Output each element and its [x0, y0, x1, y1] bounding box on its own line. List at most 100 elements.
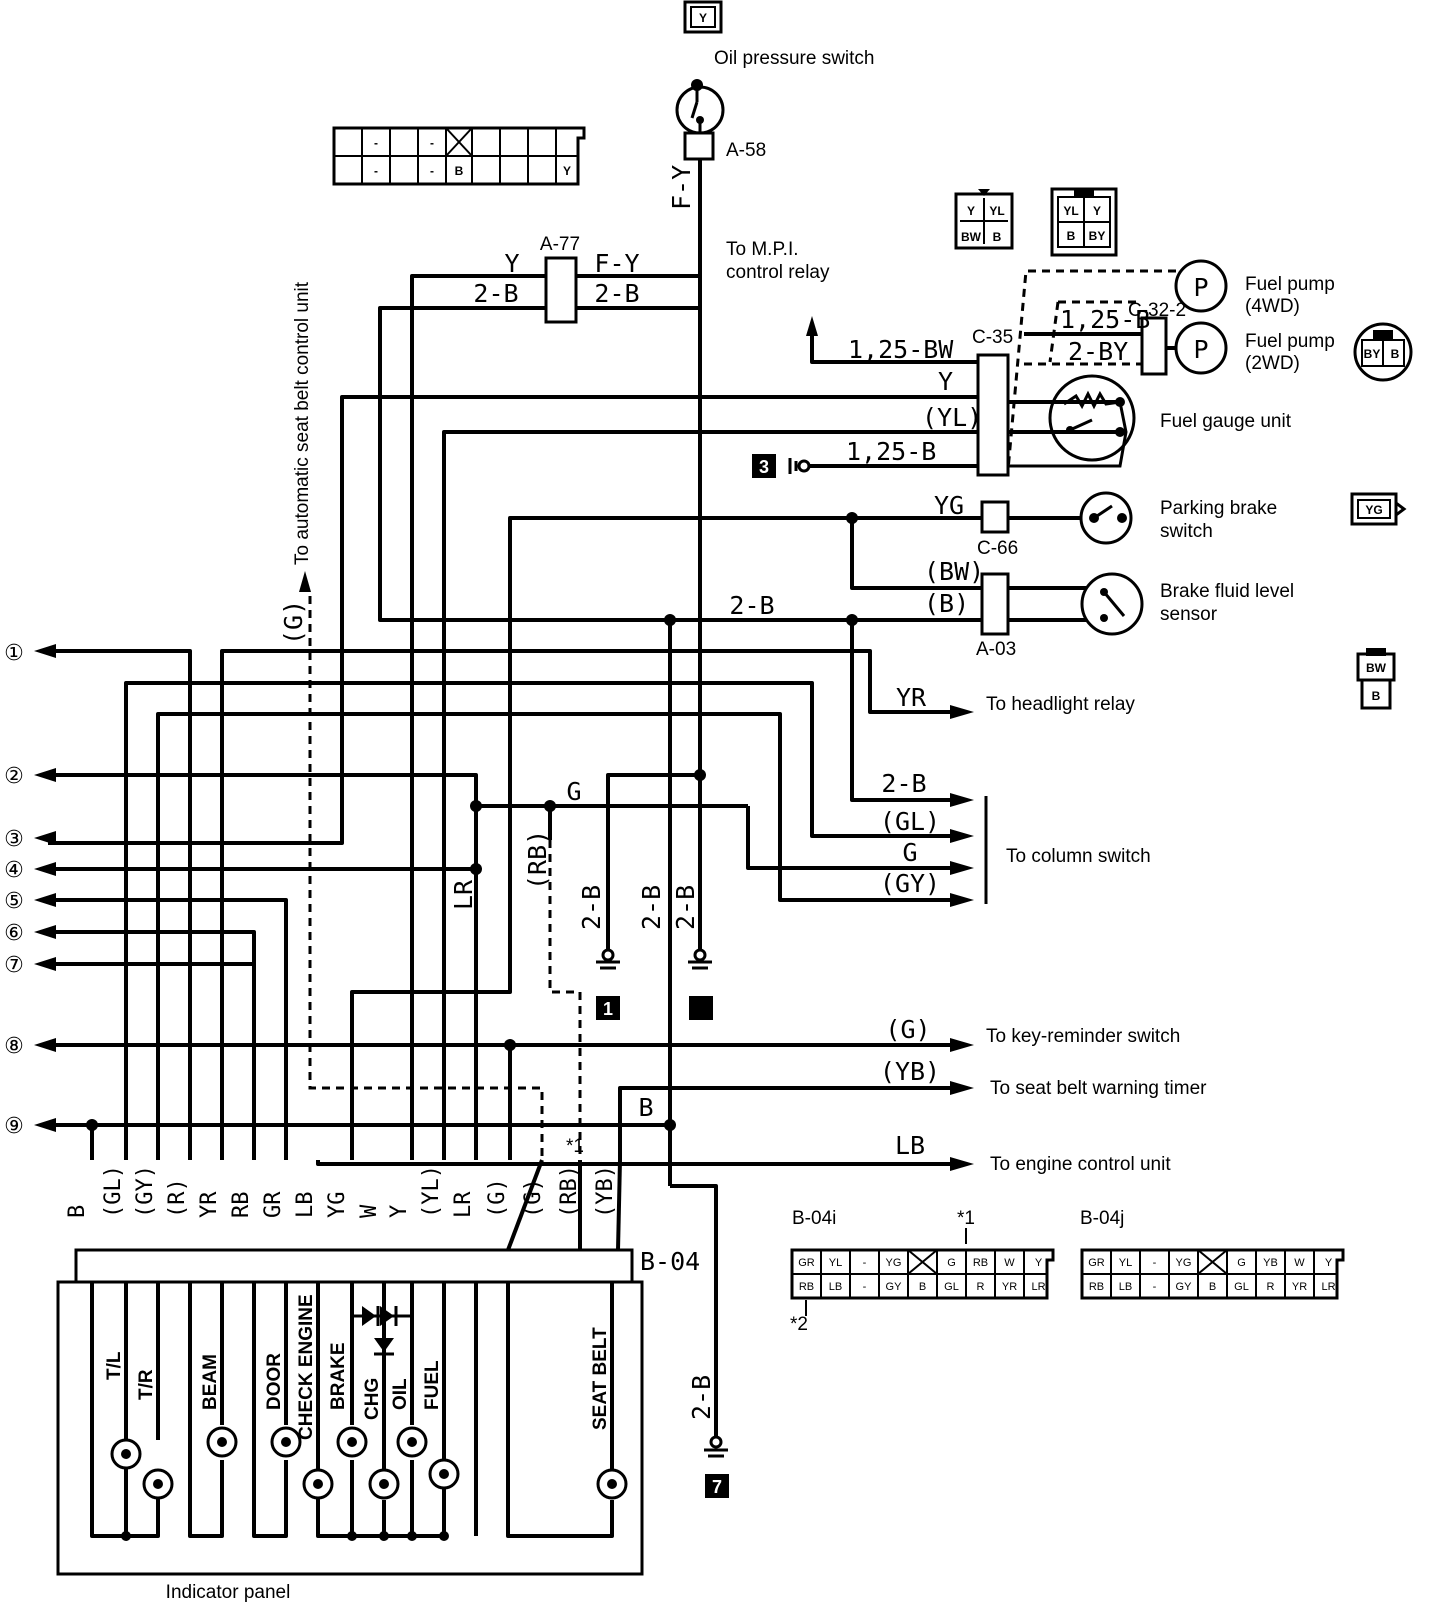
output-9: ⑨	[4, 1114, 24, 1139]
wire-yg: YG	[934, 491, 964, 520]
wire-lr-vertical: LR	[449, 879, 478, 910]
b04i-pin: GL	[944, 1281, 959, 1293]
svg-text:B: B	[1067, 229, 1076, 243]
fuel-pump-4wd-sub: (4WD)	[1245, 296, 1300, 317]
svg-text:-: -	[374, 136, 378, 150]
b04i-pin: LR	[1031, 1281, 1045, 1293]
wire-2b-left: 2-B	[473, 279, 518, 308]
svg-text:-: -	[430, 136, 434, 150]
to-mpi-label: To M.P.I.	[726, 239, 799, 260]
svg-text:T/R: T/R	[136, 1369, 157, 1400]
svg-text:Y: Y	[563, 164, 571, 178]
b04j-pin: YR	[1292, 1281, 1307, 1293]
wire-2b-gnd7: 2-B	[687, 1375, 716, 1420]
b04j-pin: LB	[1119, 1281, 1132, 1293]
wire-y-fuel: Y	[938, 367, 953, 396]
wire-125bw: 1,25-BW	[848, 335, 954, 364]
b04i-pin: LB	[829, 1281, 842, 1293]
fuel-2wd-connector: YL Y B BY	[1050, 187, 1118, 257]
b04-label: B-04	[640, 1247, 700, 1276]
control-relay-label: control relay	[726, 262, 830, 283]
bulbs	[110, 1426, 628, 1500]
b04j-pin: YB	[1263, 1257, 1278, 1269]
fuel-gauge-unit	[1008, 374, 1136, 468]
svg-text:SEAT BELT: SEAT BELT	[590, 1327, 611, 1430]
svg-text:YG: YG	[325, 1192, 350, 1219]
svg-text:YL: YL	[989, 204, 1004, 218]
parking-brake-label: Parking brake	[1160, 498, 1277, 519]
svg-text:YR: YR	[197, 1191, 222, 1218]
fuel-4wd-connector: Y YL BW B	[954, 189, 1014, 250]
output-1: ①	[4, 641, 24, 666]
note2-label: *2	[790, 1314, 808, 1335]
fuel-pump-4wd	[1174, 259, 1228, 313]
ground-2	[688, 948, 713, 1020]
ground-1: 1	[596, 948, 620, 1020]
svg-text:B: B	[1391, 347, 1400, 361]
junction-dots	[86, 512, 858, 1131]
wire-g-key: (G)	[885, 1015, 930, 1044]
wire-2b-gnd2: 2-B	[637, 885, 666, 930]
svg-text:CHECK ENGINE: CHECK ENGINE	[296, 1294, 317, 1440]
svg-text:BY: BY	[1089, 229, 1106, 243]
panel-labels: T/L T/R BEAM DOOR CHECK ENGINE BRAKE CHG…	[104, 1294, 611, 1440]
to-column-switch-label: To column switch	[1006, 846, 1151, 867]
svg-text:B: B	[65, 1205, 90, 1218]
wire-yl-fuel: (YL)	[922, 403, 982, 432]
svg-text:-: -	[374, 164, 378, 178]
output-4: ④	[4, 858, 24, 883]
diodes	[352, 1306, 412, 1424]
b04-connector	[74, 1248, 634, 1284]
svg-text:B: B	[993, 230, 1002, 244]
pump-round-connector: BY B	[1353, 322, 1413, 382]
svg-text:(YL): (YL)	[419, 1165, 444, 1218]
svg-text:(GL): (GL)	[101, 1165, 126, 1218]
svg-text:T/L: T/L	[104, 1351, 125, 1380]
fuel-pump-2wd-sub: (2WD)	[1245, 353, 1300, 374]
b04i-pin: W	[1004, 1257, 1015, 1269]
b04j-pin: YG	[1176, 1257, 1192, 1269]
output-5: ⑤	[4, 889, 24, 914]
svg-text:RB: RB	[229, 1192, 254, 1219]
parking-brake-switch	[1079, 491, 1133, 545]
wire-g-col: G	[902, 838, 917, 867]
b04j-pin: -	[1153, 1257, 1157, 1269]
output-6: ⑥	[4, 921, 24, 946]
svg-text:CHG: CHG	[362, 1378, 383, 1420]
b04j-pin: LR	[1321, 1281, 1335, 1293]
svg-text:OIL: OIL	[390, 1378, 411, 1410]
fuel-gauge-label: Fuel gauge unit	[1160, 411, 1292, 432]
output-7: ⑦	[4, 953, 24, 978]
c66-label: C-66	[977, 538, 1018, 559]
left-arrows	[34, 644, 56, 1132]
b04i-pin: GR	[798, 1257, 815, 1269]
wire-lb-ecu: LB	[895, 1131, 925, 1160]
fuel-pump-2wd-label: Fuel pump	[1245, 331, 1335, 352]
b04i-pin: G	[947, 1257, 956, 1269]
b04i-pin: GY	[886, 1281, 903, 1293]
svg-text:BW: BW	[961, 230, 982, 244]
b04j-pin: GY	[1176, 1281, 1193, 1293]
svg-text:BY: BY	[1364, 347, 1381, 361]
oil-pressure-switch	[675, 79, 725, 161]
svg-text:(G): (G)	[521, 1178, 546, 1218]
b04j-pin: GL	[1234, 1281, 1249, 1293]
wire-rb-vertical: (RB)	[523, 830, 552, 890]
a03-label: A-03	[976, 639, 1016, 660]
c35-connector	[976, 353, 1010, 477]
to-seat-belt-timer-label: To seat belt warning timer	[990, 1078, 1207, 1099]
b04j-pin: GR	[1088, 1257, 1105, 1269]
wire-2b-gnd3: 2-B	[671, 885, 700, 930]
a77-label: A-77	[540, 234, 580, 255]
wire-bw: (BW)	[924, 557, 984, 586]
bw-b-connector: BW B	[1356, 648, 1396, 710]
wire-g-vertical: (G)	[279, 600, 308, 645]
to-key-reminder-label: To key-reminder switch	[986, 1026, 1180, 1047]
b04i-pin: R	[977, 1281, 985, 1293]
b04j-pin: YL	[1119, 1257, 1132, 1269]
svg-text:-: -	[430, 164, 434, 178]
oil-top-connector: Y	[683, 0, 723, 34]
wire-2b-gnd1: 2-B	[577, 885, 606, 930]
svg-text:(YB): (YB)	[593, 1165, 618, 1218]
parking-brake-sub: switch	[1160, 521, 1213, 542]
